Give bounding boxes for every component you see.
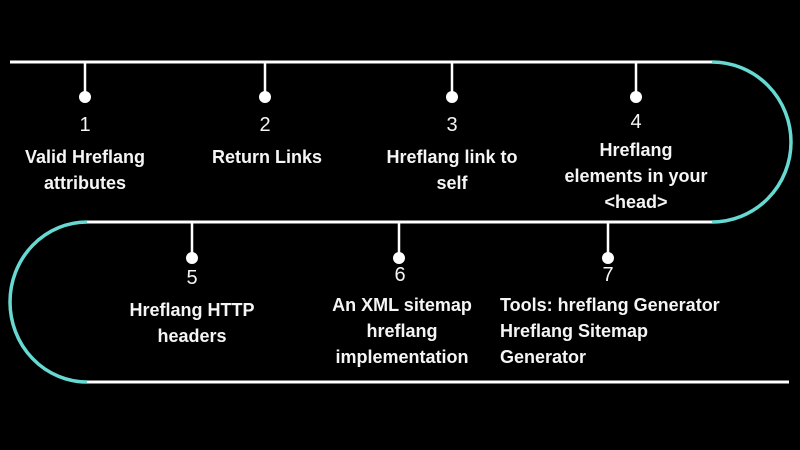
timeline-item-5-number: 5 [186,267,198,289]
marker-dot-icon [602,252,614,264]
marker-dot-icon [259,91,271,103]
timeline-right-curve [711,60,793,224]
timeline-item-4-label: Hreflang elements in your <head> [564,140,708,212]
timeline-item-1-number: 1 [79,114,91,136]
timeline-item-6-number: 6 [394,264,406,286]
timeline-item-2-label: Return Links [211,147,322,167]
marker-dot-icon [79,91,91,103]
timeline-item-2-number: 2 [259,114,271,136]
timeline-item-5-label: Hreflang HTTP headers [129,300,255,346]
marker-dot-icon [393,252,405,264]
timeline-item-7-label: Tools: hreflang Generator Hreflang Sitem… [500,295,720,367]
timeline-left-curve [8,220,88,384]
timeline-item-4-number: 4 [630,111,642,133]
timeline-item-1-label: Valid Hreflang attributes [24,147,146,193]
timeline-item-6-label: An XML sitemap hreflang implementation [332,295,472,367]
marker-dot-icon [186,252,198,264]
marker-dot-icon [630,91,642,103]
marker-dot-icon [446,91,458,103]
timeline-item-3-label: Hreflang link to self [386,147,518,193]
timeline-item-3-number: 3 [446,114,458,136]
timeline-item-7-number: 7 [602,264,614,286]
